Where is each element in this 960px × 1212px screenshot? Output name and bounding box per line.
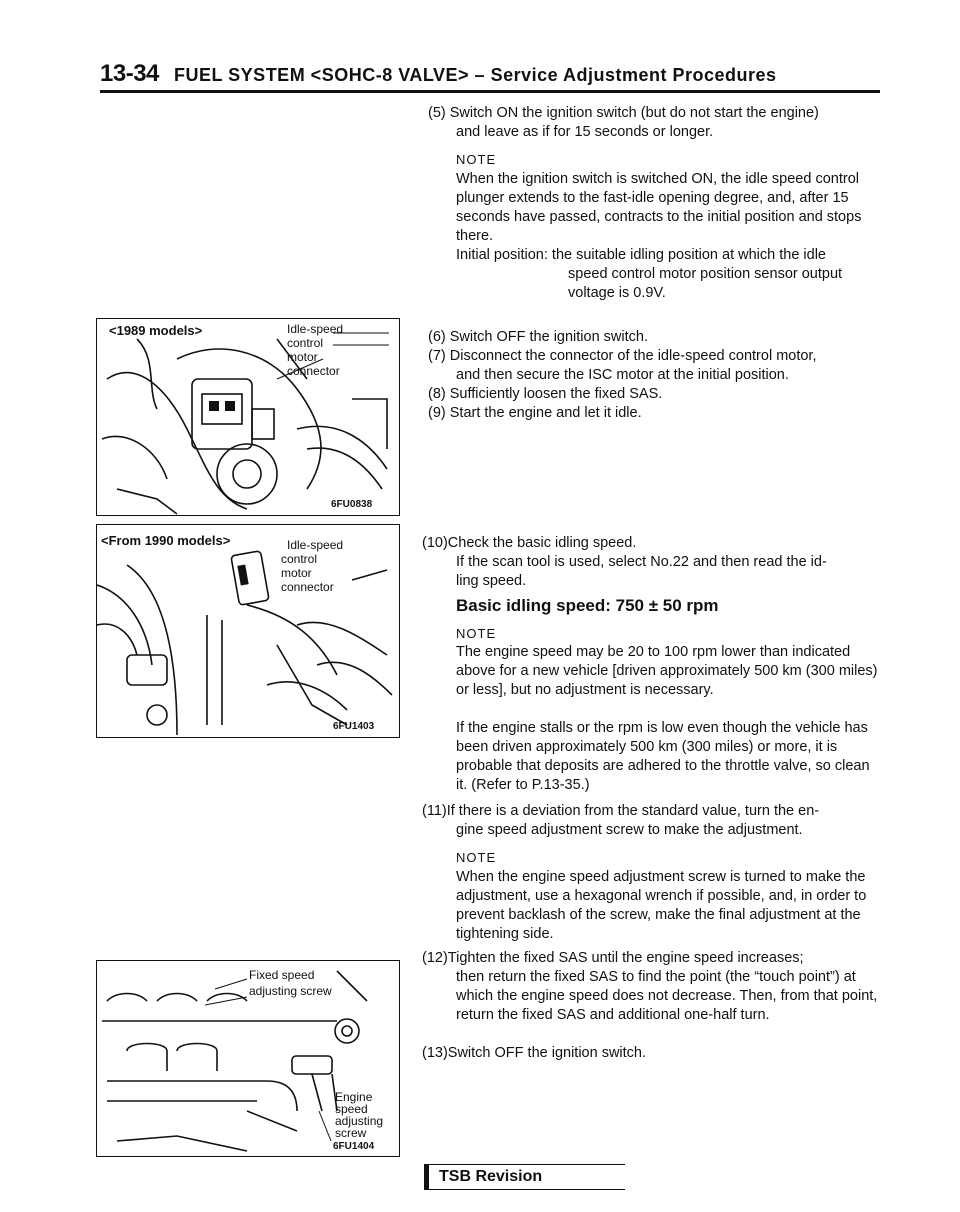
step-10-cont-1: If the scan tool is used, select No.22 a… [456,554,827,570]
figure-3-code: 6FU1404 [333,1141,375,1152]
step-12-cont: then return the fixed SAS to find the po… [456,969,878,1023]
step-5-note: When the ignition switch is switched ON,… [456,171,862,244]
step-5-initial-b: speed control motor position sensor outp… [568,266,843,282]
figure-2-illustration [97,550,393,736]
step-7: (7) Disconnect the connector of the idle… [428,348,817,364]
figure-1-illustration [101,332,389,515]
page-title: FUEL SYSTEM <SOHC-8 VALVE> – Service Adj… [174,65,777,85]
step-5: (5) Switch ON the ignition switch (but d… [428,105,819,121]
tsb-revision-box: TSB Revision [424,1164,625,1190]
step-10-spec: Basic idling speed: 750 ± 50 rpm [456,596,719,615]
procedure-text: (5) Switch ON the ignition switch (but d… [422,104,880,1154]
step-8: (8) Sufficiently loosen the fixed SAS. [428,386,663,402]
figure-3-label-engine-1: Engine [335,1090,373,1104]
step-10-note-label: NOTE [456,626,497,641]
figure-1990-models: <From 1990 models> Idle-speed control mo… [96,524,400,738]
figure-3-label-engine-4: screw [335,1126,367,1140]
step-10-note-1: The engine speed may be 20 to 100 rpm lo… [456,644,878,698]
step-5-cont: and leave as if for 15 seconds or longer… [456,124,714,140]
figure-1-code: 6FU0838 [331,499,373,510]
step-10-cont-2: ling speed. [456,573,527,589]
figure-3-label-engine-3: adjusting [335,1114,384,1128]
figure-1-label-1: Idle-speed [287,322,344,336]
step-13: (13)Switch OFF the ignition switch. [422,1045,647,1061]
figure-1989-models: <1989 models> Idle-speed control motor c… [96,318,400,516]
figure-3-illustration [102,970,368,1152]
figure-3-label-engine-2: speed [335,1102,368,1116]
step-6: (6) Switch OFF the ignition switch. [428,329,648,345]
step-10-note-2: If the engine stalls or the rpm is low e… [456,720,870,793]
figure-speed-adjusting-screws: Fixed speed adjusting screw Engine speed… [96,960,400,1157]
figure-2-label-2: control [281,552,318,566]
figure-1-caption: <1989 models> [109,323,203,338]
tsb-revision-label: TSB Revision [439,1168,543,1185]
step-11-note-label: NOTE [456,850,497,865]
figure-2-caption: <From 1990 models> [101,533,231,548]
header-rule [100,90,880,93]
figure-2-code: 6FU1403 [333,721,375,732]
figure-1-label-4: connector [287,364,340,378]
figure-2-label-1: Idle-speed [287,538,344,552]
figure-2-label-3: motor [281,566,312,580]
step-5-note-label: NOTE [456,152,497,167]
step-5-initial-c: voltage is 0.9V. [568,285,666,301]
figure-1-label-2: control [287,336,324,350]
step-11-note: When the engine speed adjustment screw i… [456,869,867,942]
figure-1-label-3: motor [287,350,318,364]
page-header: 13-34 FUEL SYSTEM <SOHC-8 VALVE> – Servi… [100,60,880,93]
page-number: 13-34 [100,60,159,87]
step-9: (9) Start the engine and let it idle. [428,405,642,421]
footer-bar [425,1165,429,1189]
step-10: (10)Check the basic idling speed. [422,535,637,551]
step-5-initial-a: Initial position: the suitable idling po… [456,247,826,263]
figure-3-label-fixed-2: adjusting screw [249,984,332,998]
step-11-cont: gine speed adjustment screw to make the … [456,822,803,838]
figure-2-label-4: connector [281,580,334,594]
step-7-cont: and then secure the ISC motor at the ini… [456,367,789,383]
figure-3-label-fixed-1: Fixed speed [249,968,315,982]
step-11: (11)If there is a deviation from the sta… [422,803,820,819]
step-12: (12)Tighten the fixed SAS until the engi… [422,950,804,966]
